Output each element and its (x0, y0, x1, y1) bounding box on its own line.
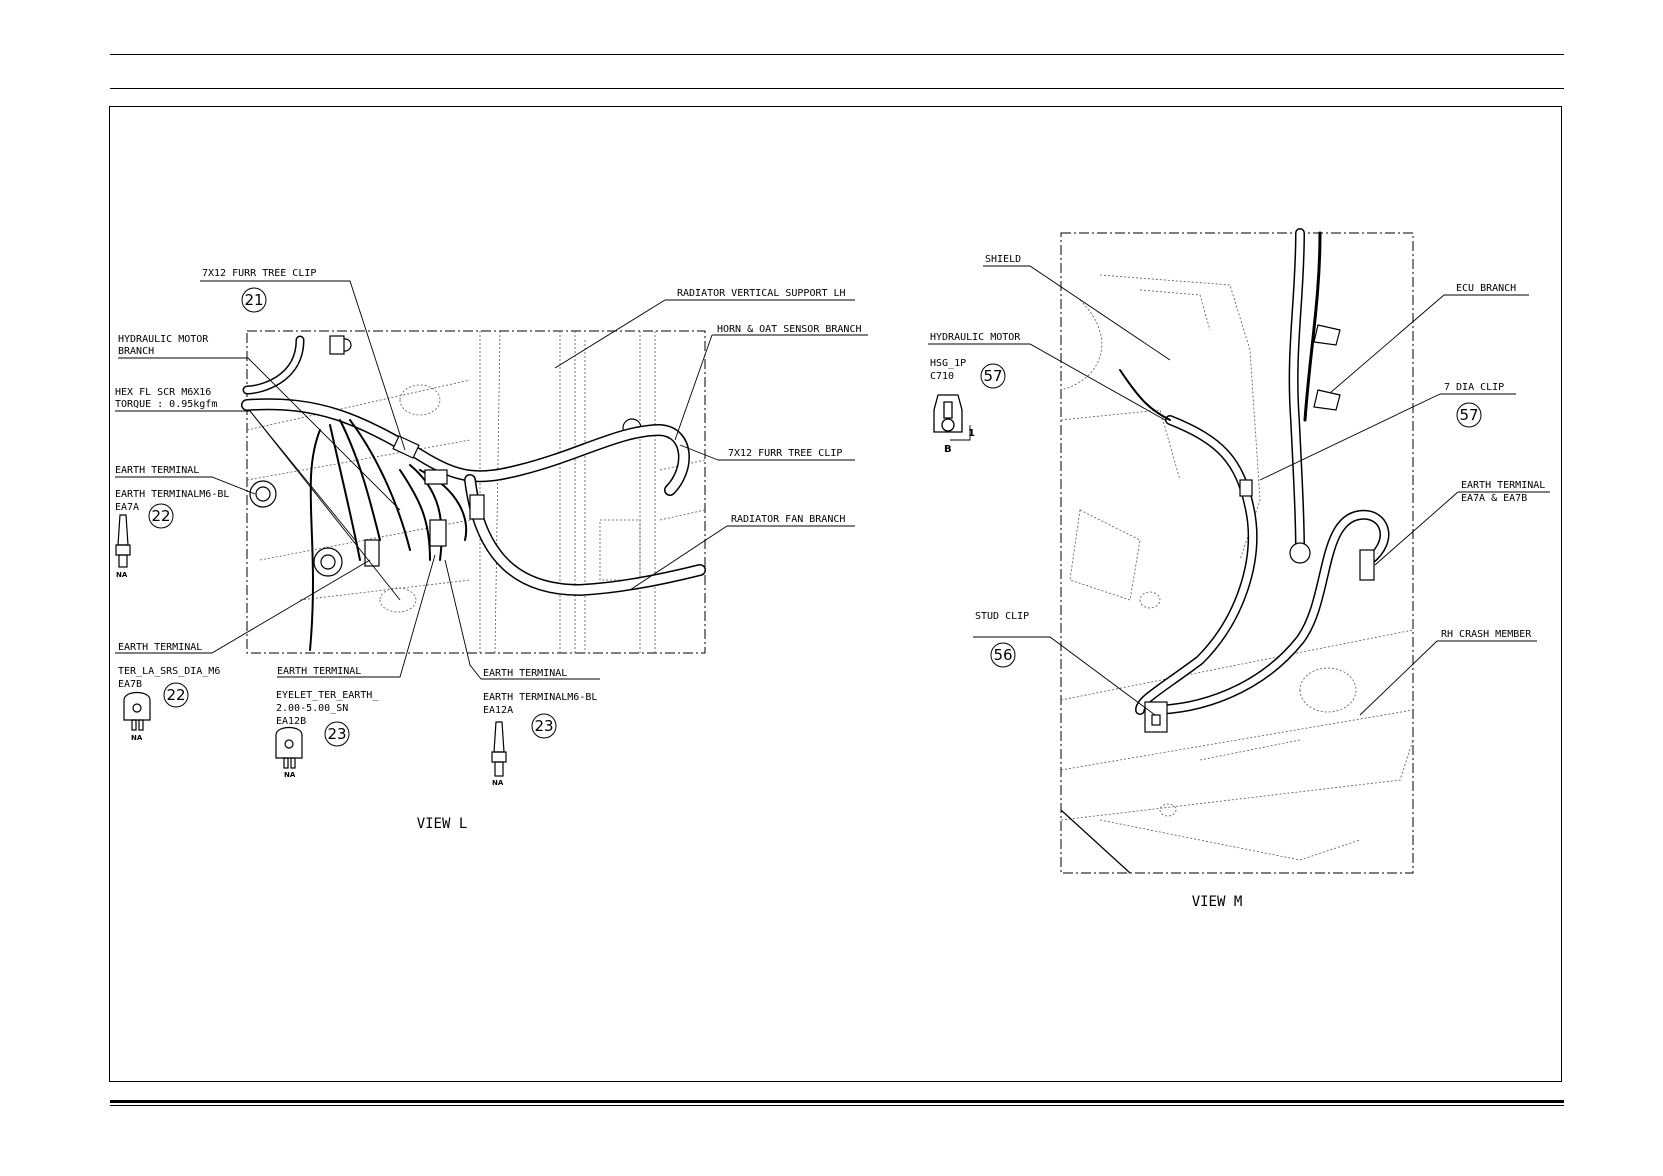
bubble-23-ea12a: 23 (531, 713, 557, 739)
label-earth-terminal-1: EARTH TERMINAL (115, 465, 199, 476)
terminal-icon-ea12b (275, 726, 303, 769)
view-m: 1 B SHIELD ECU BRANCH HYDRAULIC MOTOR HS… (928, 228, 1550, 910)
label-hsg: HSG_1P (930, 358, 966, 369)
label-7-dia-clip: 7 DIA CLIP (1444, 382, 1504, 393)
label-eyelet-1: EYELET_TER_EARTH_ (276, 690, 379, 701)
view-l-caption: VIEW L (417, 816, 468, 832)
wire-harness-l (241, 335, 706, 651)
bubble-21: 21 (241, 287, 267, 313)
connector-icon-c710 (933, 394, 963, 433)
top-rule-2 (110, 88, 1564, 89)
label-ea12b: EA12B (276, 716, 306, 727)
bottom-rule-thick (110, 1100, 1564, 1103)
bubble-56: 56 (990, 642, 1016, 668)
terminal-icon-ea7b (123, 691, 151, 731)
clips-m (1144, 324, 1375, 733)
drawing-frame (109, 106, 1562, 1082)
wire-harness-m (1119, 228, 1390, 715)
terminal-icon-ea7a (115, 514, 131, 568)
leaders-m (928, 265, 1550, 716)
label-pin-1: 1 (968, 428, 975, 439)
label-shield: SHIELD (985, 254, 1021, 265)
top-rule-1 (110, 54, 1564, 55)
bubble-57-hsg: 57 (980, 363, 1006, 389)
terminal-icon-ea12a (491, 721, 507, 777)
label-ter-la-srs: TER_LA_SRS_DIA_M6 (118, 666, 220, 677)
label-eyelet-2: 2.00-5.00_SN (276, 703, 348, 714)
label-hydraulic-motor: HYDRAULIC MOTOR (930, 332, 1021, 343)
label-rh-crash-member: RH CRASH MEMBER (1441, 629, 1532, 640)
svg-text:22: 22 (151, 507, 170, 525)
label-radiator-vertical-support: RADIATOR VERTICAL SUPPORT LH (677, 288, 846, 299)
label-radiator-fan-branch: RADIATOR FAN BRANCH (731, 514, 845, 525)
label-earth-terminal-m6-1: EARTH TERMINALM6-BL (115, 489, 229, 500)
clips-l (329, 335, 485, 567)
label-na-3: NA (284, 771, 296, 779)
label-ea7b: EA7B (118, 679, 142, 690)
svg-text:22: 22 (166, 686, 185, 704)
label-earth-terminal-m1: EARTH TERMINAL (1461, 480, 1545, 491)
svg-text:57: 57 (983, 367, 1002, 385)
label-hydraulic-motor-branch-2: BRANCH (118, 346, 154, 357)
label-c710: C710 (930, 371, 954, 382)
label-pin-b: B (944, 444, 952, 455)
label-furr-tree-clip-right: 7X12 FURR TREE CLIP (728, 448, 842, 459)
leaders-l (115, 280, 868, 680)
label-horn-oat-branch: HORN & OAT SENSOR BRANCH (717, 324, 862, 335)
label-hex-screw-1: HEX FL SCR M6X16 (115, 387, 211, 398)
svg-text:56: 56 (993, 646, 1012, 664)
view-l-boundary (246, 330, 706, 654)
view-m-caption: VIEW M (1192, 894, 1243, 910)
label-ecu-branch: ECU BRANCH (1456, 283, 1516, 294)
label-na-1: NA (116, 571, 128, 579)
label-na-4: NA (492, 779, 504, 787)
label-earth-terminal-m6-2: EARTH TERMINALM6-BL (483, 692, 597, 703)
bottom-rule-thin (110, 1105, 1564, 1106)
label-earth-terminal-2: EARTH TERMINAL (118, 642, 202, 653)
view-l: 7X12 FURR TREE CLIP RADIATOR VERTICAL SU… (115, 268, 868, 832)
edge-line (1060, 809, 1131, 874)
svg-text:57: 57 (1459, 406, 1478, 424)
label-hydraulic-motor-branch-1: HYDRAULIC MOTOR (118, 334, 209, 345)
label-earth-terminal-m2: EA7A & EA7B (1461, 493, 1527, 504)
bubble-23-ea12b: 23 (324, 721, 350, 747)
svg-text:21: 21 (244, 291, 263, 309)
label-earth-terminal-4: EARTH TERMINAL (483, 668, 567, 679)
bubble-22-ea7b: 22 (163, 682, 189, 708)
svg-text:23: 23 (534, 717, 553, 735)
label-hex-screw-2: TORQUE : 0.95kgfm (115, 399, 217, 410)
bubble-22-ea7a: 22 (148, 503, 174, 529)
view-m-boundary (1060, 232, 1414, 874)
label-ea7a: EA7A (115, 502, 139, 513)
svg-text:23: 23 (327, 725, 346, 743)
label-na-2: NA (131, 734, 143, 742)
label-stud-clip: STUD CLIP (975, 611, 1029, 622)
bubble-57-clip: 57 (1456, 402, 1482, 428)
label-furr-tree-clip-top: 7X12 FURR TREE CLIP (202, 268, 316, 279)
label-earth-terminal-3: EARTH TERMINAL (277, 666, 361, 677)
label-ea12a: EA12A (483, 705, 513, 716)
